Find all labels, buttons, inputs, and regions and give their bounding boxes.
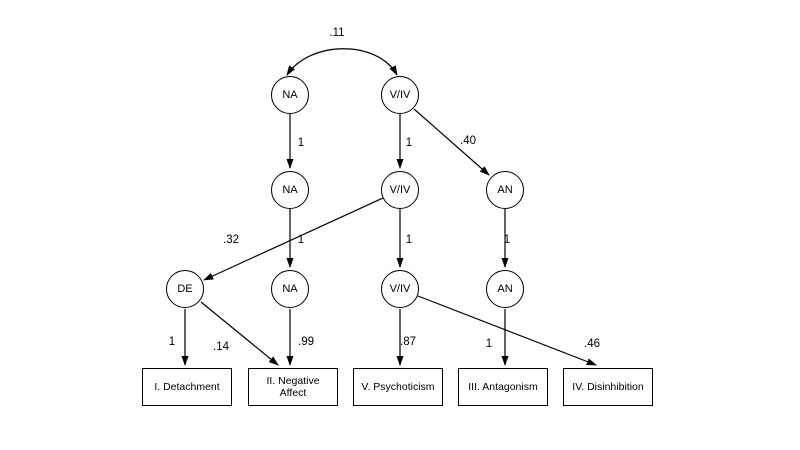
node-an-l3-label: AN <box>497 283 513 295</box>
edge-viv-to-disinhibition <box>417 295 597 366</box>
node-an-l3: AN <box>486 270 524 308</box>
edge-de-to-negative-affect <box>200 301 279 366</box>
coef-correlation: .11 <box>329 27 345 39</box>
box-disinhibition: IV. Disinhibition <box>563 368 653 406</box>
box-disinhibition-label: IV. Disinhibition <box>572 380 644 393</box>
node-viv-top: V/IV <box>381 76 419 114</box>
node-na-top: NA <box>271 76 309 114</box>
node-viv-l3: V/IV <box>381 270 419 308</box>
coef-de-to-detachment: 1 <box>168 336 176 348</box>
box-negative-affect: II. Negative Affect <box>248 368 338 406</box>
node-an-mid: AN <box>486 171 524 209</box>
node-viv-mid-label: V/IV <box>389 184 411 196</box>
coef-viv-top-to-viv-mid: 1 <box>405 137 413 149</box>
node-de-l3-label: DE <box>177 283 193 295</box>
box-detachment: I. Detachment <box>142 368 232 406</box>
coef-viv-to-disinhibition: .46 <box>584 338 600 350</box>
box-negative-affect-label: II. Negative Affect <box>266 374 320 399</box>
coef-na-top-to-na-mid: 1 <box>297 137 305 149</box>
box-detachment-label: I. Detachment <box>154 380 220 393</box>
coef-viv-top-to-an-mid: .40 <box>460 135 476 147</box>
coef-viv-to-psychoticism: .87 <box>400 336 416 348</box>
box-antagonism: III. Antagonism <box>458 368 548 406</box>
coef-de-to-negative-affect: .14 <box>213 341 229 353</box>
box-psychoticism: V. Psychoticism <box>353 368 443 406</box>
node-na-mid: NA <box>271 171 309 209</box>
node-viv-l3-label: V/IV <box>389 283 411 295</box>
correlation-double-arrow <box>286 48 398 76</box>
box-psychoticism-label: V. Psychoticism <box>361 380 435 393</box>
node-na-l3: NA <box>271 270 309 308</box>
coef-na-mid-to-na-l3: 1 <box>297 234 305 246</box>
coef-viv-mid-to-viv-l3: 1 <box>405 234 413 246</box>
coef-an-mid-to-an-l3: 1 <box>503 234 511 246</box>
box-antagonism-label: III. Antagonism <box>468 380 538 393</box>
coef-an-to-antagonism: 1 <box>485 338 493 350</box>
node-an-mid-label: AN <box>497 184 513 196</box>
node-viv-mid: V/IV <box>381 171 419 209</box>
node-na-l3-label: NA <box>282 283 298 295</box>
node-na-top-label: NA <box>282 89 298 101</box>
edge-viv-mid-to-de-l3 <box>203 197 384 281</box>
edge-viv-top-to-an-mid <box>413 108 490 176</box>
node-de-l3: DE <box>166 270 204 308</box>
coef-na-to-negative-affect: .99 <box>298 336 314 348</box>
coef-viv-mid-to-de-l3: .32 <box>223 234 239 246</box>
node-na-mid-label: NA <box>282 184 298 196</box>
node-viv-top-label: V/IV <box>389 89 411 101</box>
